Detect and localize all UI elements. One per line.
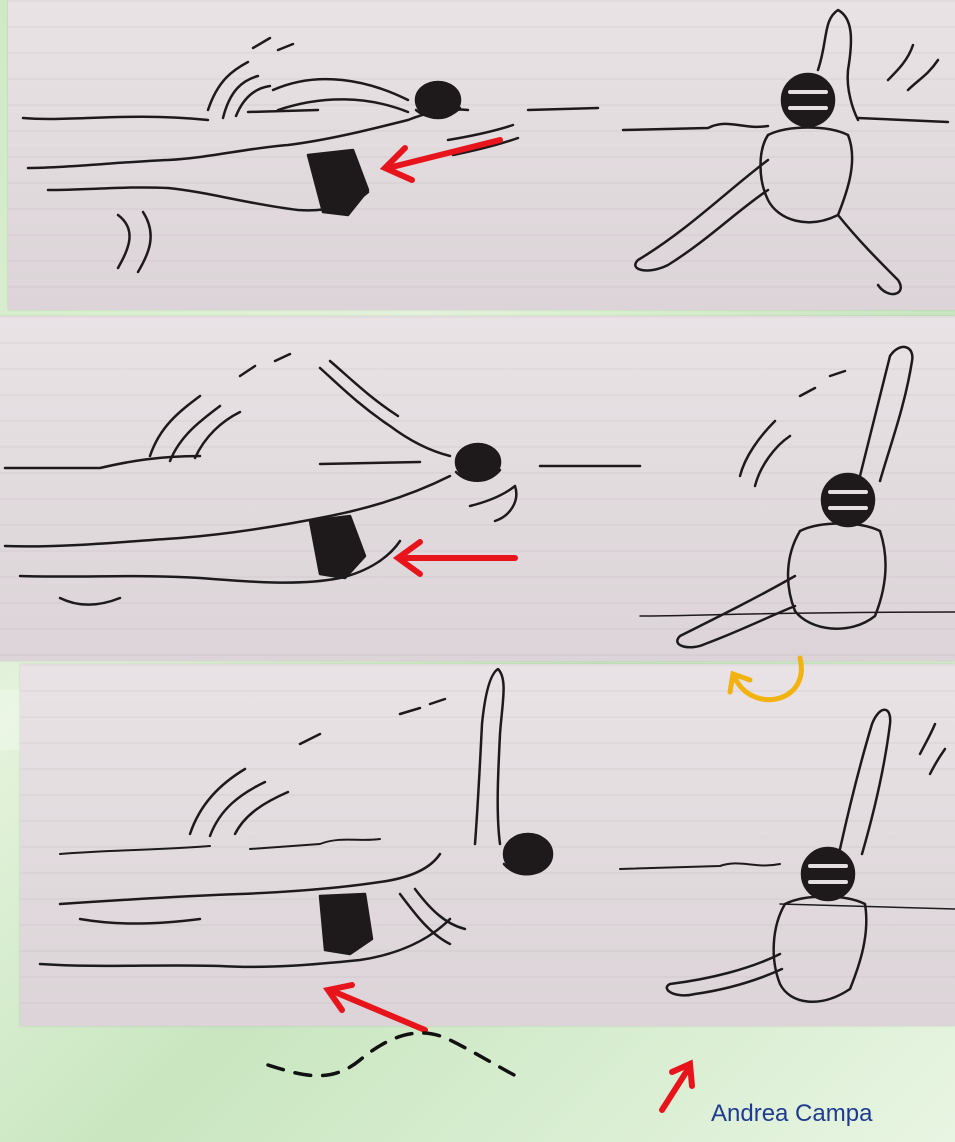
illustration-panel-1 (8, 0, 955, 310)
illustration-panel-2 (0, 316, 955, 661)
panel-3-drawing (20, 664, 955, 1026)
author-caption: Andrea Campa (711, 1100, 955, 1128)
red-arrow-4 (662, 1064, 692, 1110)
panel-2-drawing (0, 316, 955, 661)
dashed-wave-path (268, 1033, 520, 1078)
illustration-panel-3 (20, 664, 955, 1026)
panel-1-drawing (8, 0, 955, 310)
